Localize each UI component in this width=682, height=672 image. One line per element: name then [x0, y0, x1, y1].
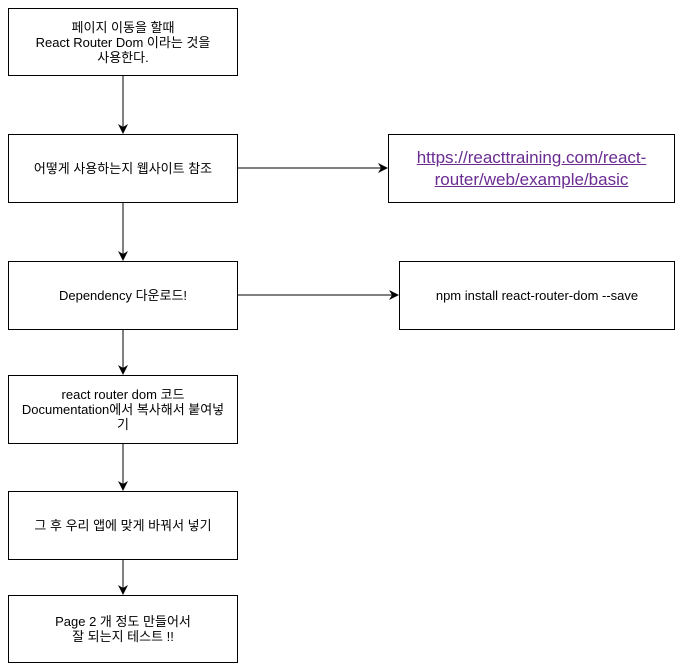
website-link-box: https://reacttraining.com/react- router/… — [388, 134, 675, 203]
step6-label: Page 2 개 정도 만들어서 잘 되는지 테스트 !! — [55, 614, 191, 644]
step4-label: react router dom 코드 Documentation에서 복사해서… — [21, 387, 225, 432]
website-link[interactable]: https://reacttraining.com/react- router/… — [416, 147, 647, 189]
step3-box: Dependency 다운로드! — [8, 261, 238, 330]
step5-box: 그 후 우리 앱에 맞게 바꿔서 넣기 — [8, 491, 238, 560]
step5-label: 그 후 우리 앱에 맞게 바꿔서 넣기 — [34, 518, 212, 533]
step2-label: 어떻게 사용하는지 웹사이트 참조 — [33, 161, 213, 176]
step2-box: 어떻게 사용하는지 웹사이트 참조 — [8, 134, 238, 203]
step1-label: 페이지 이동을 할때 React Router Dom 이라는 것을 사용한다. — [35, 19, 211, 65]
step1-box: 페이지 이동을 할때 React Router Dom 이라는 것을 사용한다. — [8, 8, 238, 76]
step4-box: react router dom 코드 Documentation에서 복사해서… — [8, 375, 238, 444]
step3-label: Dependency 다운로드! — [58, 288, 188, 303]
install-command-label: npm install react-router-dom --save — [435, 288, 639, 303]
step6-box: Page 2 개 정도 만들어서 잘 되는지 테스트 !! — [8, 595, 238, 663]
install-command-box: npm install react-router-dom --save — [399, 261, 675, 330]
